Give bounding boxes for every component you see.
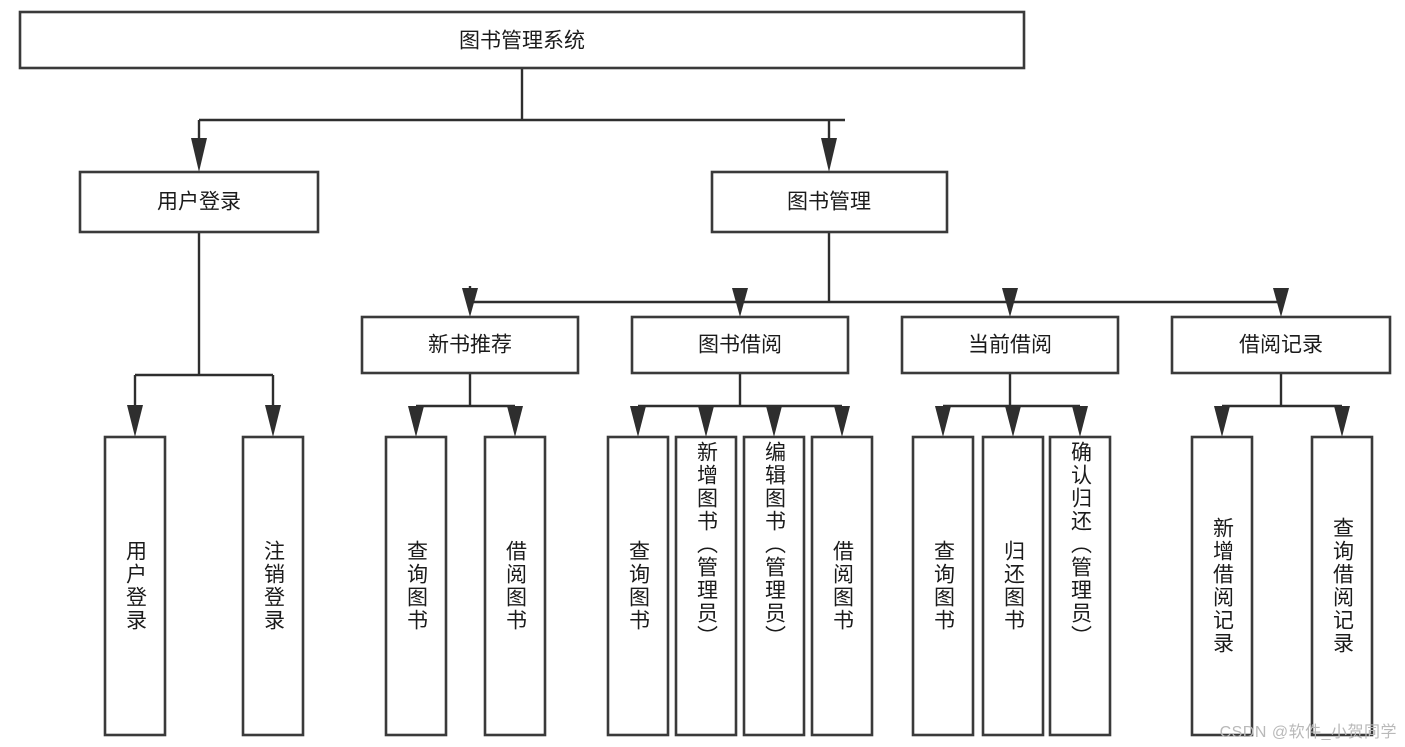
arrow-head-root-2 — [821, 138, 837, 172]
node-root[interactable]: 图书管理系统 — [18, 10, 1026, 70]
csdn-watermark: CSDN @软件_小贺同学 — [1219, 724, 1397, 741]
arrow-head-cb-3 — [1072, 406, 1088, 437]
leaf-box-logout[interactable] — [241, 435, 305, 737]
connector-group-record — [1214, 373, 1350, 437]
arrow-head-cb-1 — [935, 406, 951, 437]
leaf-box-query-book-3[interactable] — [911, 435, 975, 737]
node-current-borrow-label: 当前借阅 — [968, 334, 1052, 357]
leaf-box-edit-book-admin[interactable] — [742, 435, 806, 737]
node-user-login[interactable]: 用户登录 — [78, 170, 320, 234]
arrow-head-br-4 — [834, 406, 850, 437]
node-new-book-rec[interactable]: 新书推荐 — [360, 315, 580, 375]
node-book-borrow-label: 图书借阅 — [698, 334, 782, 357]
node-book-manage-label: 图书管理 — [787, 191, 871, 214]
node-user-login-box[interactable] — [78, 170, 320, 234]
node-book-borrow-box[interactable] — [630, 315, 850, 375]
node-book-manage[interactable]: 图书管理 — [710, 170, 949, 234]
node-current-borrow-box[interactable] — [900, 315, 1120, 375]
node-borrow-record-box[interactable] — [1170, 315, 1392, 375]
leaf-box-query-record[interactable] — [1310, 435, 1374, 737]
node-book-borrow[interactable]: 图书借阅 — [630, 315, 850, 375]
connector-group-borrow — [630, 373, 850, 437]
connector-group-new-book — [408, 373, 523, 437]
leaf-box-confirm-return[interactable] — [1048, 435, 1112, 737]
node-current-borrow[interactable]: 当前借阅 — [900, 315, 1120, 375]
leaf-box-add-book-admin[interactable] — [674, 435, 738, 737]
arrow-head-cb-2 — [1005, 406, 1021, 437]
arrow-head-br-3 — [766, 406, 782, 437]
node-borrow-record-label: 借阅记录 — [1239, 334, 1323, 357]
connector-group-root — [191, 68, 845, 172]
arrow-head-ul-1 — [127, 405, 143, 437]
connector-group-book-manage — [462, 232, 1289, 317]
arrow-head-root-1 — [191, 138, 207, 172]
node-root-box[interactable] — [18, 10, 1026, 70]
arrow-head-bm-4 — [1273, 288, 1289, 317]
arrow-head-bm-1 — [462, 288, 478, 317]
connector-group-current — [935, 373, 1088, 437]
arrow-head-bm-3 — [1002, 288, 1018, 317]
arrow-head-nb-1 — [408, 406, 424, 437]
leaf-box-return-book[interactable] — [981, 435, 1045, 737]
node-user-login-label: 用户登录 — [157, 191, 241, 214]
connector-group-user-login — [127, 232, 281, 437]
node-book-manage-box[interactable] — [710, 170, 949, 234]
arrow-head-bm-2 — [732, 288, 748, 317]
leaf-box-add-record[interactable] — [1190, 435, 1254, 737]
leaf-box-query-book-2[interactable] — [606, 435, 670, 737]
arrow-head-br-1 — [630, 406, 646, 437]
arrow-head-ul-2 — [265, 405, 281, 437]
node-borrow-record[interactable]: 借阅记录 — [1170, 315, 1392, 375]
arrow-head-rc-2 — [1334, 406, 1350, 437]
leaf-box-query-book-1[interactable] — [384, 435, 448, 737]
node-root-label: 图书管理系统 — [459, 30, 585, 53]
leaf-box-borrow-book-1[interactable] — [483, 435, 547, 737]
arrow-head-rc-1 — [1214, 406, 1230, 437]
node-new-book-rec-label: 新书推荐 — [428, 334, 512, 357]
node-new-book-rec-box[interactable] — [360, 315, 580, 375]
leaf-box-borrow-book-2[interactable] — [810, 435, 874, 737]
leaf-box-user-login[interactable] — [103, 435, 167, 737]
arrow-head-br-2 — [698, 406, 714, 437]
arrow-head-nb-2 — [507, 406, 523, 437]
